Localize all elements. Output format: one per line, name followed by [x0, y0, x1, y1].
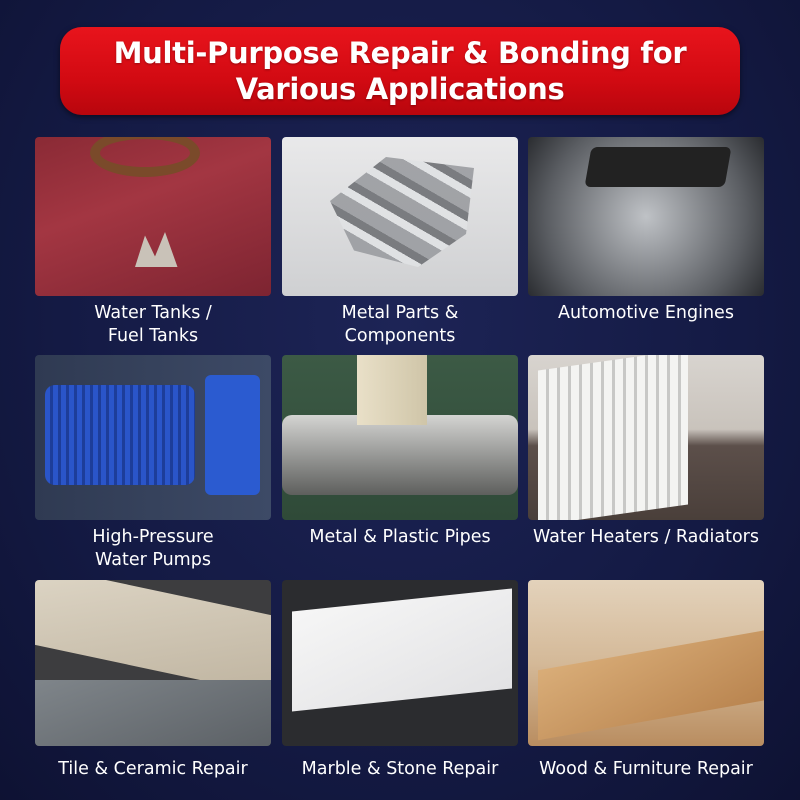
application-label: Marble & Stone Repair [301, 759, 499, 779]
tile-image [35, 580, 271, 746]
radiator-image [528, 355, 764, 520]
water-pump-image [35, 355, 271, 520]
application-label: Metal Parts &Components [341, 303, 459, 346]
application-label: Tile & Ceramic Repair [58, 759, 248, 779]
title-line-1: Multi-Purpose Repair & Bonding for [113, 36, 687, 70]
engine-image [528, 137, 764, 296]
application-label: Water Heaters / Radiators [533, 527, 759, 547]
pipe-image [282, 355, 518, 520]
application-radiators: Water Heaters / Radiators [528, 355, 764, 549]
marble-image [282, 580, 518, 746]
application-pipes: Metal & Plastic Pipes [282, 355, 518, 549]
application-label: Automotive Engines [558, 303, 734, 323]
application-wood: Wood & Furniture Repair [528, 580, 764, 781]
application-label: Wood & Furniture Repair [539, 759, 753, 779]
application-label: Water Tanks /Fuel Tanks [94, 303, 212, 346]
application-water-tanks: Water Tanks /Fuel Tanks [35, 137, 271, 348]
wood-image [528, 580, 764, 746]
application-tile: Tile & Ceramic Repair [35, 580, 271, 781]
application-automotive-engines: Automotive Engines [528, 137, 764, 325]
title-line-2: Various Applications [235, 72, 565, 106]
application-label: Metal & Plastic Pipes [309, 527, 491, 547]
metal-parts-image [282, 137, 518, 296]
application-metal-parts: Metal Parts &Components [282, 137, 518, 348]
title-banner: Multi-Purpose Repair & Bonding for Vario… [60, 27, 740, 115]
water-tank-image [35, 137, 271, 296]
application-marble: Marble & Stone Repair [282, 580, 518, 781]
